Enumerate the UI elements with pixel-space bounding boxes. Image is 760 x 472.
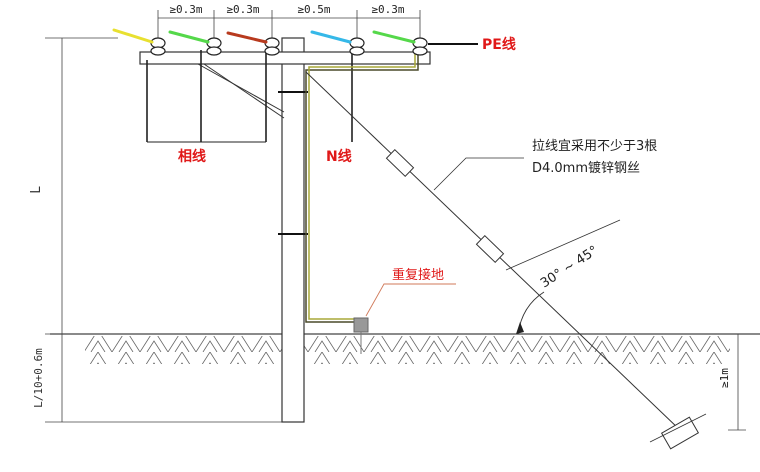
burial-depth-label: L/10+0.6m <box>32 348 45 408</box>
spacing-label-1: ≥0.3m <box>169 3 202 16</box>
anchor-depth-label: ≥1m <box>718 368 731 388</box>
stay-wire-note-line1: 拉线宜采用不少于3根 <box>532 139 657 154</box>
burial-dimension: L/10+0.6m <box>32 334 300 423</box>
stay-wire <box>305 71 707 450</box>
phase-wire-label: 相线 <box>178 148 206 165</box>
phase-drops <box>146 50 267 143</box>
anchor-depth-dimension: ≥1m <box>718 334 746 431</box>
stay-note-leader <box>433 157 524 191</box>
spacing-label-3: ≥0.5m <box>297 3 330 16</box>
utility-pole <box>278 37 308 423</box>
spacing-label-4: ≥0.3m <box>371 3 404 16</box>
ground <box>50 333 760 364</box>
stay-wire-note-line2: D4.0mm镀锌钢丝 <box>532 160 640 176</box>
overhead-wires <box>112 28 416 44</box>
angle-label: 30° ~ 45° <box>538 243 601 291</box>
neutral-wire-label: N线 <box>326 148 352 165</box>
grounding-electrode <box>353 317 369 354</box>
insulators <box>150 37 428 56</box>
repeat-grounding-label: 重复接地 <box>392 267 444 283</box>
height-label: L <box>29 186 44 194</box>
height-dimension: L <box>29 37 118 335</box>
angle-annotation: 30° ~ 45° <box>505 219 621 335</box>
pe-ground-wire <box>305 52 419 323</box>
repeat-grounding-callout: 重复接地 <box>365 267 456 317</box>
spacing-dimensions: ≥0.3m ≥0.3m ≥0.5m ≥0.3m <box>157 3 421 38</box>
spacing-label-2: ≥0.3m <box>226 3 259 16</box>
pe-wire-label: PE线 <box>482 36 516 53</box>
